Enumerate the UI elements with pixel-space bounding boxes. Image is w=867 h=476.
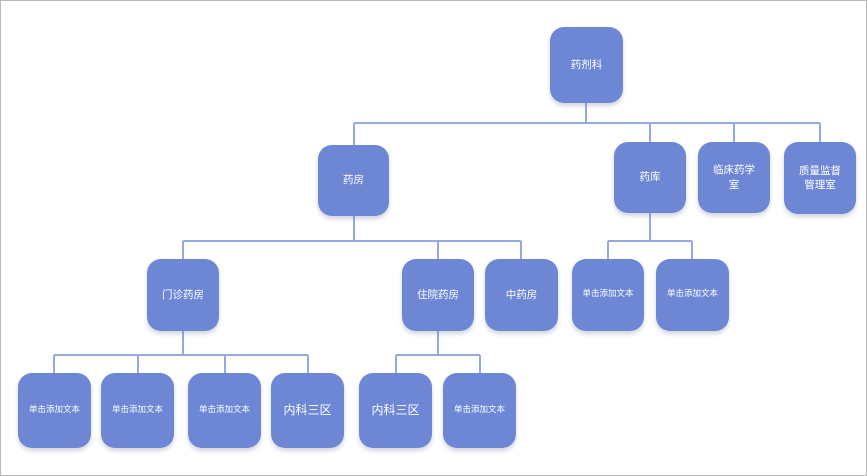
node-placeholder[interactable]: 单击添加文本 [18,373,91,448]
connector-root-to-level2 [353,103,821,145]
node-drug-storehouse[interactable]: 药库 [614,142,686,213]
node-internal-medicine-area3[interactable]: 内科三区 [359,373,432,448]
node-quality-supervision-room[interactable]: 质量监督 管理室 [784,142,856,214]
node-placeholder[interactable]: 单击添加文本 [188,373,261,448]
node-clinical-pharmacy-room[interactable]: 临床药学 室 [698,142,770,213]
node-placeholder[interactable]: 单击添加文本 [656,259,729,331]
node-placeholder[interactable]: 单击添加文本 [101,373,174,448]
node-placeholder[interactable]: 单击添加文本 [443,373,516,448]
node-outpatient-pharmacy[interactable]: 门诊药房 [147,259,219,331]
node-inpatient-pharmacy[interactable]: 住院药房 [402,259,474,331]
node-pharmacy-department[interactable]: 药剂科 [550,27,623,103]
node-pharmacy[interactable]: 药房 [318,145,389,216]
node-tcm-pharmacy[interactable]: 中药房 [485,259,558,331]
connector-pharmacy-to-children [182,216,522,259]
connector-inpatient-to-children [395,331,481,373]
node-placeholder[interactable]: 单击添加文本 [572,259,644,331]
connector-outpatient-to-children [53,331,309,373]
node-internal-medicine-area3[interactable]: 内科三区 [271,373,344,448]
connector-storehouse-to-children [607,213,693,259]
